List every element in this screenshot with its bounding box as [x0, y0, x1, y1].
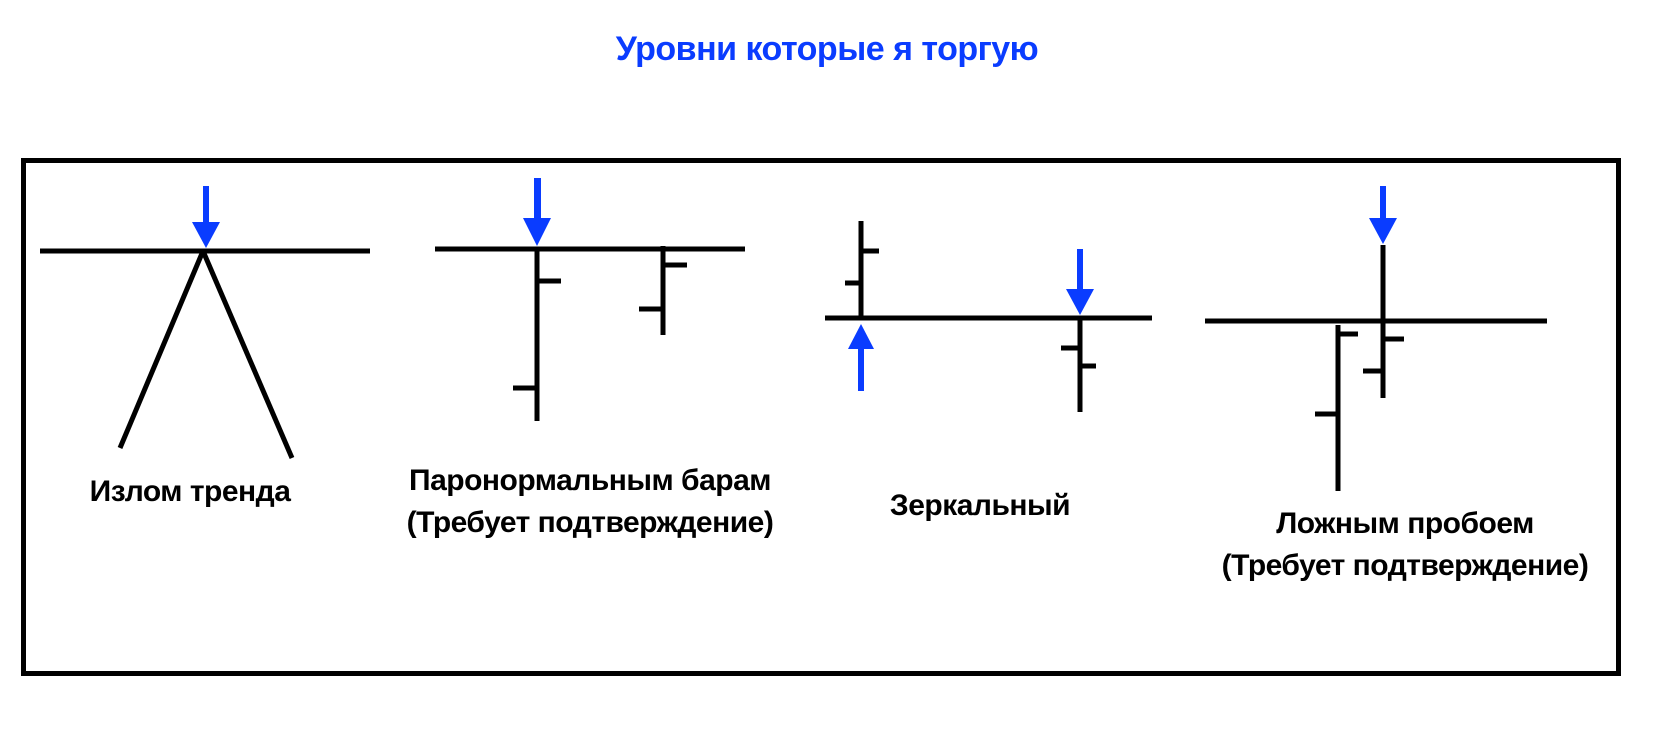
trend-leg-right	[200, 250, 295, 459]
pattern-trend-break	[40, 248, 370, 459]
arrow-down-icon	[523, 178, 551, 246]
diagram-title: Уровни которые я торгую	[615, 30, 1039, 68]
trend-leg-left	[117, 250, 206, 449]
arrow-down-icon	[1066, 249, 1094, 315]
label-trend-break: Излом тренда	[70, 471, 310, 513]
pattern-paranormal-bars	[435, 246, 745, 421]
label-line: (Требует подтверждение)	[1221, 549, 1589, 582]
label-line: Зеркальный	[889, 489, 1071, 522]
label-line: Ложным пробоем	[1276, 507, 1534, 540]
arrow-up-icon	[848, 324, 874, 391]
label-line: Паронормальным барам	[409, 464, 771, 497]
pattern-false-breakout	[1205, 245, 1547, 491]
arrows	[192, 178, 1397, 391]
pattern-mirror	[825, 221, 1152, 412]
label-false-breakout: Ложным пробоем (Требует подтверждение)	[1210, 503, 1600, 587]
diagram-frame	[21, 158, 1621, 676]
arrow-down-icon	[192, 186, 220, 248]
label-line: Излом тренда	[89, 475, 291, 508]
label-line: (Требует подтверждение)	[406, 506, 774, 539]
label-paranormal-bars: Паронормальным барам (Требует подтвержде…	[395, 460, 785, 544]
label-mirror: Зеркальный	[870, 485, 1090, 527]
arrow-down-icon	[1369, 186, 1397, 244]
